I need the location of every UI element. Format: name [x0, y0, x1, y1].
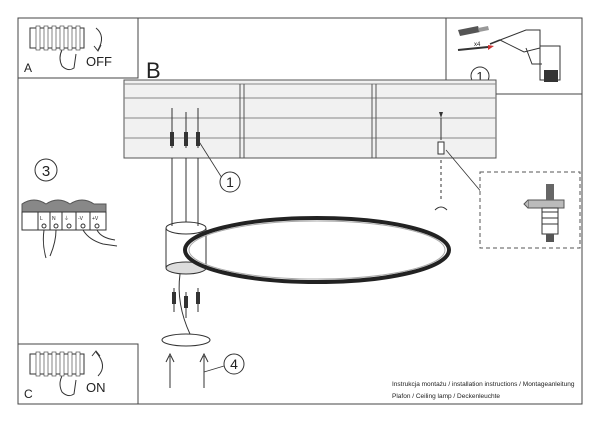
ceiling-screws [170, 108, 200, 148]
fuse-box-icon [29, 351, 85, 377]
step-number-canopy: 4 [230, 356, 238, 372]
parts-count: x4 [474, 42, 481, 48]
terminal-label: L [40, 216, 43, 222]
supply-wires [42, 229, 57, 259]
panel-c-letter: C [24, 387, 33, 401]
ceiling [123, 79, 497, 159]
up-arrow-icon [165, 352, 209, 388]
terminal-label: -V [78, 216, 84, 222]
step-number-drill: 1 [476, 69, 483, 84]
screw-icon [457, 45, 494, 51]
panel-c: C ON [17, 343, 139, 405]
hand-icon [59, 375, 77, 397]
step-badge [219, 171, 241, 193]
panel-a: A OFF [17, 17, 139, 79]
cover-plate [161, 333, 211, 347]
footer-line-1: Instrukcja montażu / installation instru… [392, 381, 575, 388]
terminal-label: ⏚ [64, 215, 69, 222]
panel-a-letter: A [24, 61, 32, 75]
panel-b-letter: B [146, 58, 161, 83]
fuse-box-icon [29, 25, 85, 51]
hook-cable [434, 112, 448, 211]
step-badge [223, 353, 245, 375]
terminal-label: +V [92, 216, 99, 222]
panel-c-state: ON [86, 380, 106, 395]
drill-icon [489, 29, 561, 82]
hand-icon [59, 49, 77, 71]
terminal-screws [41, 223, 100, 229]
terminal-label: N [52, 216, 56, 222]
footer-line-2: Plafon / Ceiling lamp / Deckenleuchte [392, 393, 500, 400]
panel-a-state: OFF [86, 54, 112, 69]
hook-detail-box [479, 171, 581, 249]
ceiling-cross-section [21, 199, 107, 215]
step-badge [34, 158, 58, 182]
step-number-ceiling: 1 [226, 174, 234, 190]
step-number-wiring: 3 [42, 163, 50, 180]
wall-plug-icon [458, 26, 489, 36]
outer-frame [17, 17, 583, 405]
canopy-screws [172, 288, 200, 318]
terminal-block: L N ⏚ -V +V [21, 199, 118, 259]
lamp-wires [82, 229, 118, 247]
ring-lamp [183, 216, 451, 284]
arrow-up-icon [95, 351, 103, 377]
